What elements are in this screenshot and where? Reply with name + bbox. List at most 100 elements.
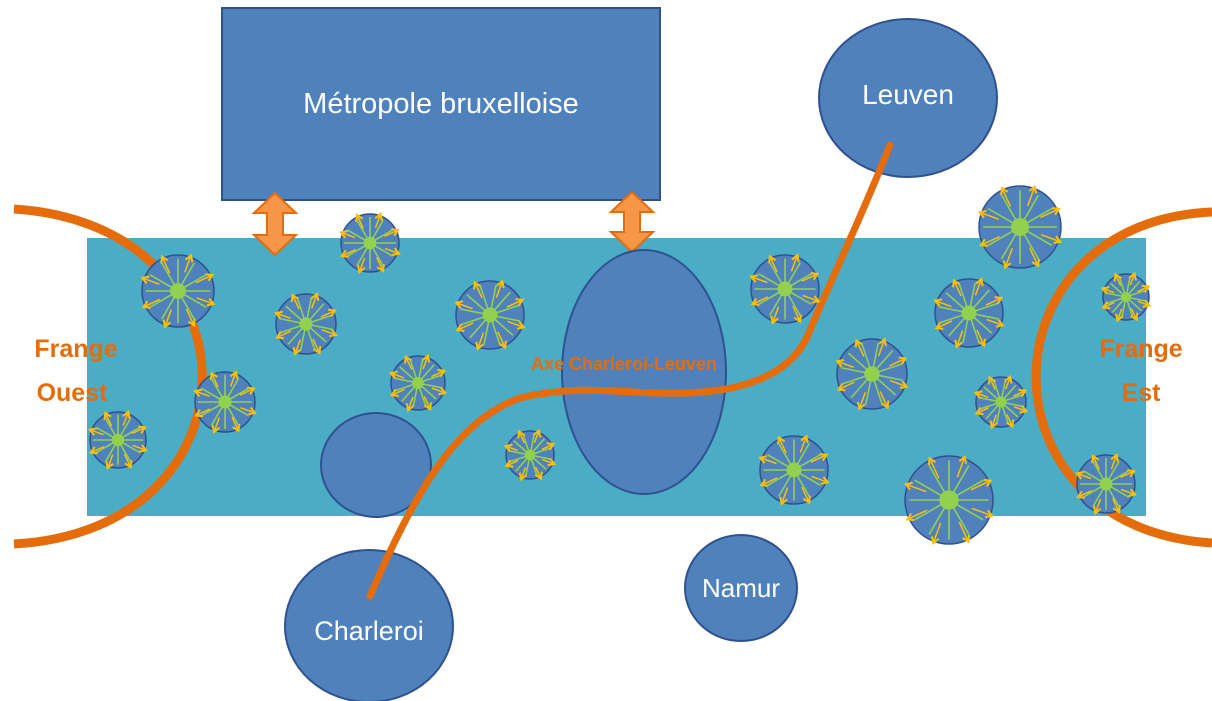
hub-arrow-shaft bbox=[906, 509, 928, 521]
hub-arrow-shaft bbox=[889, 379, 908, 388]
hub-arrow-shaft bbox=[161, 256, 171, 274]
hub-arrow-shaft bbox=[955, 330, 964, 348]
hub-arrow-shaft bbox=[1114, 274, 1122, 286]
frange-ouest-label-1: Frange bbox=[34, 335, 117, 363]
hub-arrow-shaft bbox=[474, 282, 483, 299]
hub-arrow-shaft bbox=[1102, 287, 1115, 294]
hub-arrow-shaft bbox=[1092, 455, 1100, 470]
hub-arrow-shaft bbox=[422, 355, 429, 370]
hub-core bbox=[482, 307, 498, 323]
hub-core bbox=[864, 366, 880, 382]
hub-arrow-shaft bbox=[276, 330, 292, 339]
namur-node: Namur bbox=[684, 534, 798, 642]
hub-arrow-shaft bbox=[534, 466, 542, 479]
hub-arrow-shaft bbox=[542, 458, 555, 465]
hub-arrow-shaft bbox=[210, 372, 219, 388]
hub-core bbox=[218, 395, 232, 409]
hub-arrow-shaft bbox=[312, 338, 321, 354]
hub-arrow-shaft bbox=[457, 322, 474, 331]
hub-arrow-shaft bbox=[213, 417, 221, 433]
hub-arrow-shaft bbox=[320, 309, 336, 318]
hub-arrow-shaft bbox=[879, 391, 889, 408]
hub-arrow-shaft bbox=[792, 305, 801, 322]
central-ellipse bbox=[561, 249, 727, 495]
hub-arrow-shaft bbox=[975, 392, 989, 398]
charleroi-node: Charleroi bbox=[284, 549, 454, 701]
hub-core bbox=[524, 449, 536, 461]
hub-node bbox=[973, 374, 1029, 430]
hub-arrow-shaft bbox=[1103, 301, 1115, 309]
hub-arrow-shaft bbox=[934, 299, 952, 308]
hub-core bbox=[786, 462, 802, 478]
hub-arrow-shaft bbox=[986, 318, 1004, 327]
hub-arrow-shaft bbox=[1001, 187, 1012, 207]
hub-arrow-shaft bbox=[889, 357, 906, 367]
hub-arrow-shaft bbox=[771, 306, 780, 324]
hub-arrow-shaft bbox=[974, 278, 983, 296]
hub-arrow-shaft bbox=[291, 294, 300, 310]
hub-arrow-shaft bbox=[752, 296, 769, 305]
charleroi-label: Charleroi bbox=[314, 616, 424, 646]
hub-arrow-shaft bbox=[858, 391, 867, 410]
metropole-label: Métropole bruxelloise bbox=[303, 88, 579, 120]
hub-arrow-shaft bbox=[971, 507, 993, 517]
hub-arrow-shaft bbox=[1130, 308, 1138, 320]
hub-arrow-shaft bbox=[185, 308, 195, 326]
hub-arrow-shaft bbox=[759, 456, 777, 465]
hub-arrow-shaft bbox=[143, 298, 161, 308]
hub-core bbox=[1120, 291, 1132, 303]
hub-core bbox=[299, 317, 313, 331]
frange-ouest-arc bbox=[13, 204, 207, 549]
hub-arrow-shaft bbox=[384, 229, 399, 237]
hub-arrow-shaft bbox=[979, 211, 1000, 220]
hub-node bbox=[503, 428, 557, 482]
hub-arrow-shaft bbox=[240, 406, 256, 414]
hub-arrow-shaft bbox=[497, 331, 506, 348]
hub-node bbox=[758, 434, 830, 506]
hub-arrow-shaft bbox=[229, 371, 237, 387]
hub-arrow-shaft bbox=[1116, 308, 1123, 321]
hub-arrow-shaft bbox=[533, 430, 540, 443]
hub-arrow-shaft bbox=[799, 435, 808, 453]
leuven-label: Leuven bbox=[862, 79, 954, 110]
hub-arrow-shaft bbox=[89, 429, 104, 436]
hub-node bbox=[454, 279, 526, 351]
hub-arrow-shaft bbox=[384, 247, 400, 255]
hub-arrow-shaft bbox=[407, 396, 414, 411]
hub-arrow-shaft bbox=[184, 255, 192, 273]
hub-arrow-shaft bbox=[855, 340, 865, 357]
hub-arrow-shaft bbox=[780, 487, 789, 505]
hub-core bbox=[961, 305, 977, 321]
hub-arrow-shaft bbox=[1077, 490, 1092, 498]
hub-arrow-shaft bbox=[495, 280, 504, 298]
hub-arrow-shaft bbox=[769, 256, 778, 273]
hub-arrow-shaft bbox=[131, 426, 146, 435]
hub-arrow-shaft bbox=[358, 257, 366, 273]
hub-arrow-shaft bbox=[294, 339, 302, 355]
hub-arrow-shaft bbox=[506, 299, 523, 308]
hub-arrow-shaft bbox=[239, 387, 255, 396]
hub-node bbox=[933, 277, 1005, 349]
hub-arrow-shaft bbox=[194, 390, 210, 398]
hub-arrow-shaft bbox=[374, 213, 382, 229]
hub-arrow-shaft bbox=[310, 293, 318, 309]
frange-ouest-label-2: Ouest bbox=[37, 379, 109, 407]
hub-core bbox=[111, 433, 125, 447]
hub-arrow-shaft bbox=[953, 280, 962, 297]
hub-arrow-shaft bbox=[1120, 488, 1136, 496]
axis-line bbox=[366, 141, 894, 600]
hub-node bbox=[1100, 271, 1152, 323]
small-node-left bbox=[320, 412, 432, 518]
hub-node bbox=[140, 253, 216, 329]
hub-arrow-shaft bbox=[905, 483, 927, 493]
hub-arrow-shaft bbox=[1013, 389, 1026, 397]
hub-arrow-shaft bbox=[107, 454, 114, 469]
hub-arrow-shaft bbox=[405, 356, 413, 370]
hub-core bbox=[363, 236, 377, 250]
hub-arrow-shaft bbox=[195, 408, 211, 417]
frange-est-label-2: Est bbox=[1122, 379, 1162, 407]
hub-arrow-shaft bbox=[390, 372, 405, 379]
hub-arrow-shaft bbox=[836, 360, 855, 369]
hub-core bbox=[777, 281, 793, 297]
